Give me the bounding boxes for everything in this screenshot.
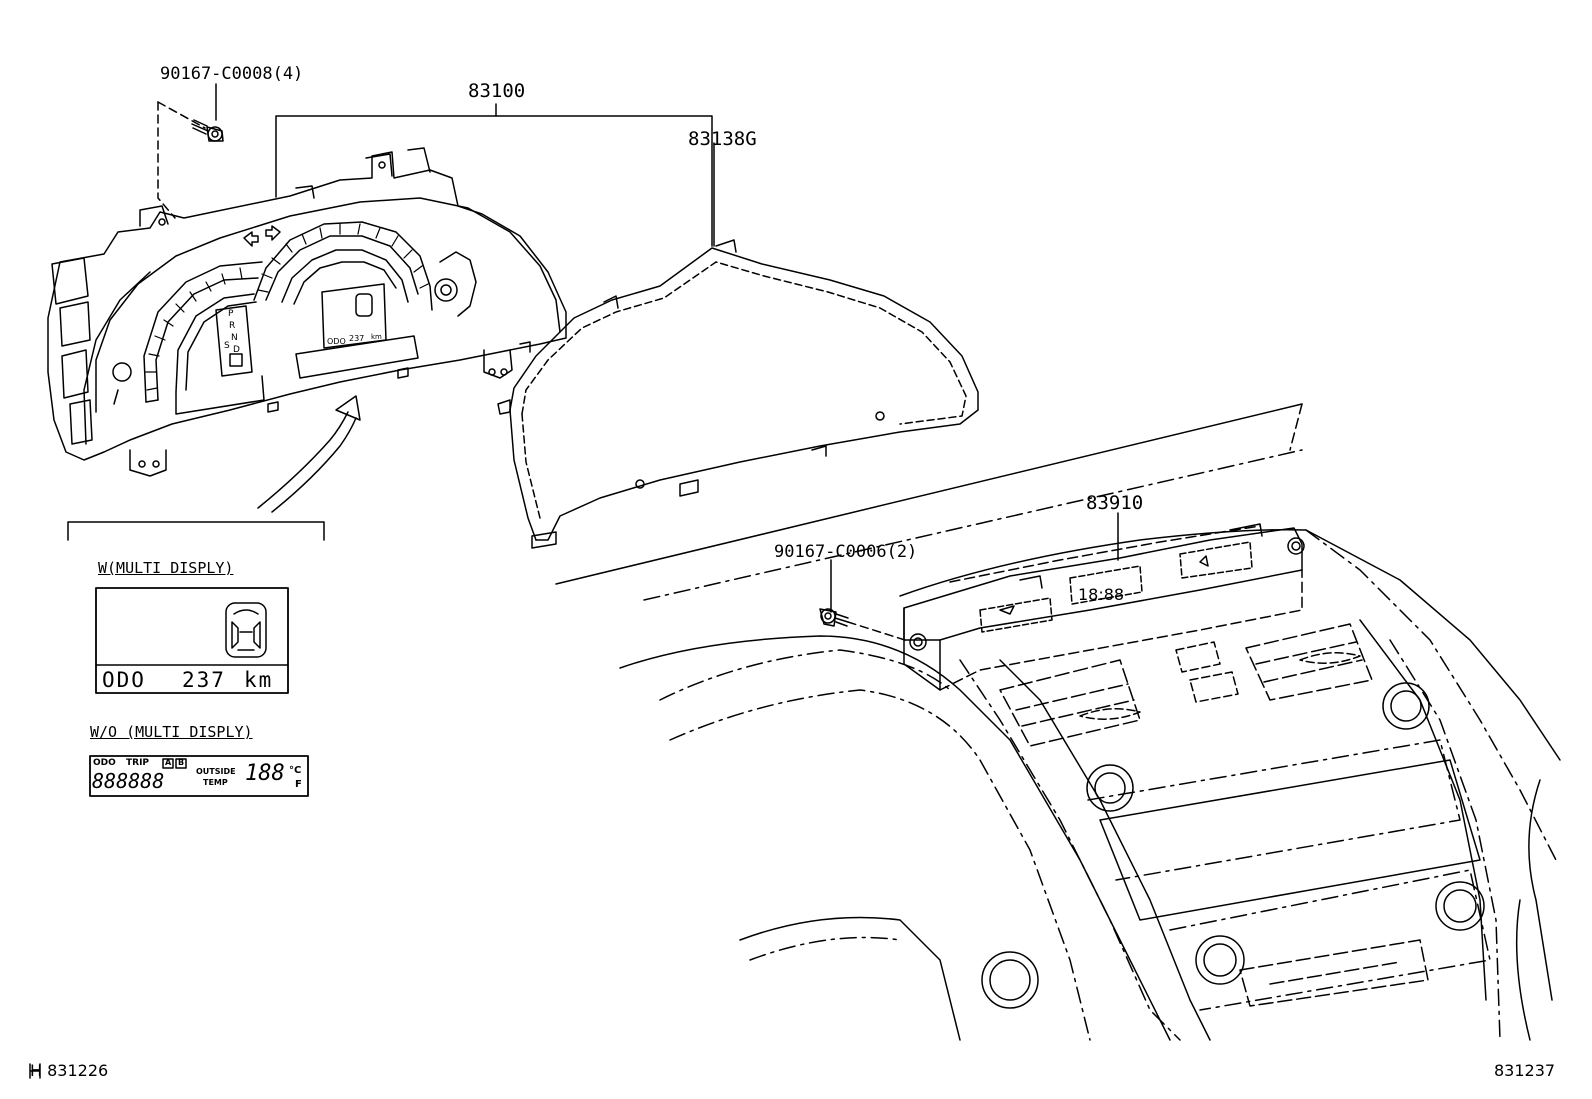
footer-right-code: 831237 [1494, 1061, 1556, 1080]
svg-text:D: D [233, 345, 240, 355]
temp-tag: TEMP [203, 778, 228, 787]
inset-multi-odo-value: 237 [182, 668, 226, 692]
label-bolt-cluster: 90167-C0008(4) [160, 64, 304, 84]
inset-multi-odo-unit: km [244, 668, 274, 692]
svg-text:ODO: ODO [327, 337, 346, 346]
trip-b-tag: B [178, 758, 185, 767]
svg-text:S: S [224, 341, 230, 351]
trip-a-tag: A [165, 758, 172, 767]
outside-tag: OUTSIDE [196, 767, 236, 776]
dashboard-drawing [555, 403, 1561, 1041]
svg-text:18:88: 18:88 [1078, 585, 1124, 604]
inset-no-multi-title: W/O (MULTI DISPLY) [90, 723, 253, 741]
multi-display-box [95, 587, 289, 694]
label-cluster-assy: 83100 [468, 80, 526, 102]
footer-left-code: H 831226 [30, 1061, 109, 1080]
trip-tag: TRIP [126, 758, 150, 768]
instrument-cluster-drawing: P R N D S ODO 237 km [47, 147, 567, 477]
leader-lines [157, 83, 1119, 641]
temp-digits: 188 [245, 761, 285, 786]
odo-tag: ODO [93, 758, 116, 768]
bolt-clock-icon [819, 608, 849, 627]
footer-h-icon [29, 1063, 41, 1079]
direction-arrow [257, 395, 361, 513]
svg-text:237: 237 [349, 334, 364, 343]
odo-digits: 888888 [92, 769, 165, 793]
no-multi-display-box [89, 755, 309, 797]
label-bolt-clock: 90167-C0006(2) [774, 542, 918, 562]
svg-text:R: R [229, 321, 235, 331]
unit-c: °C [289, 765, 302, 776]
svg-text:P: P [228, 309, 234, 319]
label-clock-assy: 83910 [1086, 492, 1144, 514]
inset-bracket [67, 521, 325, 541]
svg-text:km: km [371, 333, 382, 341]
svg-text:N: N [231, 333, 238, 343]
inset-multi-title: W(MULTI DISPLY) [98, 559, 234, 577]
label-cluster-glass: 83138G [688, 128, 757, 150]
clock-assembly-drawing: 18:88 [903, 523, 1305, 691]
bolt-cluster-icon [191, 119, 224, 142]
unit-f: F [295, 779, 302, 790]
cluster-glass-drawing [497, 239, 979, 549]
inset-multi-odo-label: ODO [102, 668, 146, 692]
